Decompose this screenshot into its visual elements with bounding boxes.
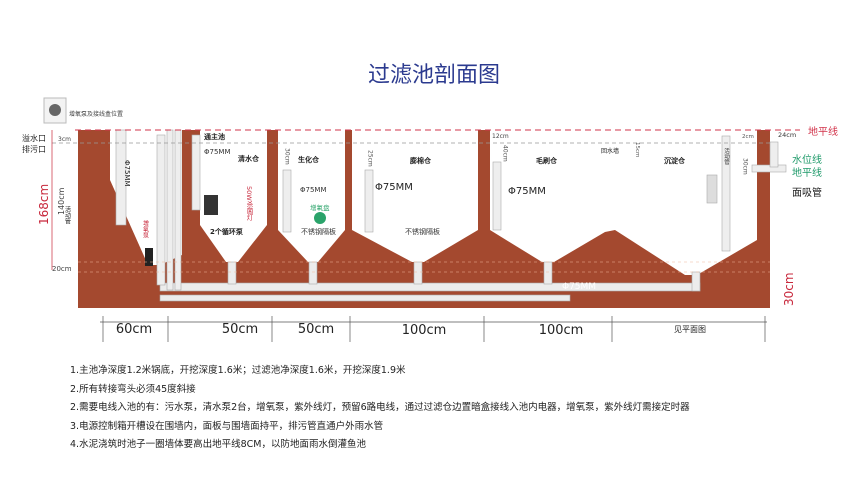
pumps-label: 2个循环泵 bbox=[210, 227, 243, 236]
depth-140-label: 140cm bbox=[57, 187, 66, 215]
ground-line-label: 地平线 bbox=[808, 125, 838, 138]
skimmer-movable-pipe bbox=[769, 141, 779, 168]
note-1: 1.主池净深度1.2米锅底，开挖深度1.6米；过滤池净深度1.6米，开挖深度1.… bbox=[70, 365, 406, 376]
note-5: 4.水泥浇筑时池子一圈墙体要高出地平线8CM，以防地面雨水倒灌鱼池 bbox=[70, 439, 366, 450]
return-wall-gap bbox=[605, 130, 615, 150]
skimmer-intake bbox=[706, 174, 718, 204]
bottom-pipe-2 bbox=[159, 294, 571, 302]
bio-label: 生化仓 bbox=[298, 155, 320, 164]
legend: 增氧泵及接线盒位置 bbox=[43, 97, 123, 124]
sponge-label: 膨棉仓 bbox=[409, 156, 432, 165]
settling-chamber bbox=[605, 130, 757, 275]
sponge-chamber bbox=[352, 130, 478, 262]
dimension-see-plan: 见平面图 bbox=[674, 325, 706, 334]
partition-label-2: 不锈钢隔板 bbox=[405, 227, 440, 236]
overflow-label: 溢水口 bbox=[22, 133, 46, 143]
pipe-label-3: Φ75MM bbox=[375, 182, 413, 193]
aerator-pump-label: 增氧泵 bbox=[142, 219, 149, 238]
drain-pipe-1 bbox=[227, 261, 237, 285]
bio-chamber bbox=[278, 130, 345, 262]
depth-20-label: 20cm bbox=[52, 265, 72, 273]
dim-15cm: 15cm bbox=[634, 142, 640, 157]
wall-24cm: 24cm bbox=[778, 131, 796, 139]
overflow-pipe-2 bbox=[364, 169, 374, 233]
pipe-label-4: Φ75MM bbox=[508, 186, 546, 197]
dim-25cm: 25cm bbox=[367, 150, 374, 167]
drain-label: 排污口 bbox=[22, 144, 46, 154]
aerator-disc-icon bbox=[314, 212, 326, 224]
drain-pipe-2 bbox=[308, 261, 318, 285]
brush-chamber bbox=[490, 130, 605, 262]
aerator-pump-icon bbox=[145, 248, 153, 266]
dim-2cm: 2cm bbox=[742, 134, 754, 140]
movable-pipe-label: 活动管 bbox=[64, 205, 71, 225]
clear-water-chamber bbox=[200, 130, 267, 262]
movable-pipe bbox=[721, 135, 731, 252]
return-wall-label: 回水墙 bbox=[601, 147, 619, 155]
to-main-pipe bbox=[191, 134, 201, 211]
uv-lamp-label: 50W杀菌灯 bbox=[245, 186, 253, 221]
dim-30cm: 30cm bbox=[284, 148, 291, 165]
note-3: 2.需要电线入池的有：污水泵，清水泵2台，增氧泵，紫外线灯，预留6路电线，通过过… bbox=[70, 402, 690, 413]
circulation-pump-icon bbox=[204, 195, 218, 215]
drain-pipe-3 bbox=[413, 261, 423, 285]
surface-skimmer-pipe bbox=[751, 164, 787, 173]
dimension-100cm-2: 100cm bbox=[539, 323, 584, 338]
partition-label-1: 不锈钢隔板 bbox=[301, 227, 336, 236]
note-4: 3.电源控制箱开槽设在围墙内，面板与围墙面持平，排污管直通户外雨水管 bbox=[70, 420, 384, 432]
surface-skimmer-label: 面吸管 bbox=[792, 186, 822, 199]
overflow-pipe-3 bbox=[492, 161, 502, 231]
return-pipe bbox=[166, 129, 174, 291]
base-30cm-label: 30cm bbox=[782, 272, 796, 306]
bottom-pipe bbox=[159, 282, 701, 292]
water-line-label: 水位线 bbox=[792, 153, 822, 166]
return-pipe bbox=[174, 129, 182, 291]
settling-label: 沉淀仓 bbox=[664, 156, 686, 165]
aerator-pump-icon-glyph bbox=[49, 104, 61, 116]
dim-30cm-right: 30cm bbox=[742, 158, 749, 175]
gap-3cm: 3cm bbox=[58, 136, 71, 143]
settling-drain-pipe bbox=[691, 271, 701, 292]
drain-pipe-4 bbox=[543, 261, 553, 285]
dimension-100cm: 100cm bbox=[402, 323, 447, 338]
dim-40cm: 40cm bbox=[502, 145, 509, 162]
movable-pipe-right-label: 活动管 bbox=[723, 147, 730, 166]
bottom-pipe-label: Φ75MM bbox=[562, 282, 596, 292]
pipe-label-2: Φ75MM bbox=[300, 186, 327, 194]
dimension-60cm: 60cm bbox=[116, 322, 152, 337]
total-depth-label: 168cm bbox=[37, 184, 51, 225]
note-2: 2.所有转接弯头必须45度斜接 bbox=[70, 383, 196, 395]
aerator-disc-label: 增氧盘 bbox=[310, 203, 330, 212]
dimension-50cm: 50cm bbox=[222, 322, 258, 337]
legend-label: 增氧泵及接线盒位置 bbox=[69, 110, 123, 118]
return-pipe bbox=[156, 134, 166, 286]
main-pipe-label: Φ75MM bbox=[123, 160, 131, 187]
brush-label: 毛刷仓 bbox=[536, 156, 558, 165]
dimension-ticks bbox=[102, 316, 766, 342]
clear-water-label: 清水仓 bbox=[238, 154, 260, 163]
ground-line-green-label: 地平线 bbox=[792, 166, 822, 179]
overflow-pipe-1 bbox=[282, 169, 292, 233]
diagram-title: 过滤池剖面图 bbox=[368, 63, 500, 88]
notes: 1.主池净深度1.2米锅底，开挖深度1.6米；过滤池净深度1.6米，开挖深度1.… bbox=[70, 362, 690, 455]
dim-12cm: 12cm bbox=[492, 133, 509, 140]
dimension-50cm-2: 50cm bbox=[298, 322, 334, 337]
to-main-label: 通主池 bbox=[204, 132, 225, 141]
pipe-label-1: Φ75MM bbox=[204, 148, 231, 156]
